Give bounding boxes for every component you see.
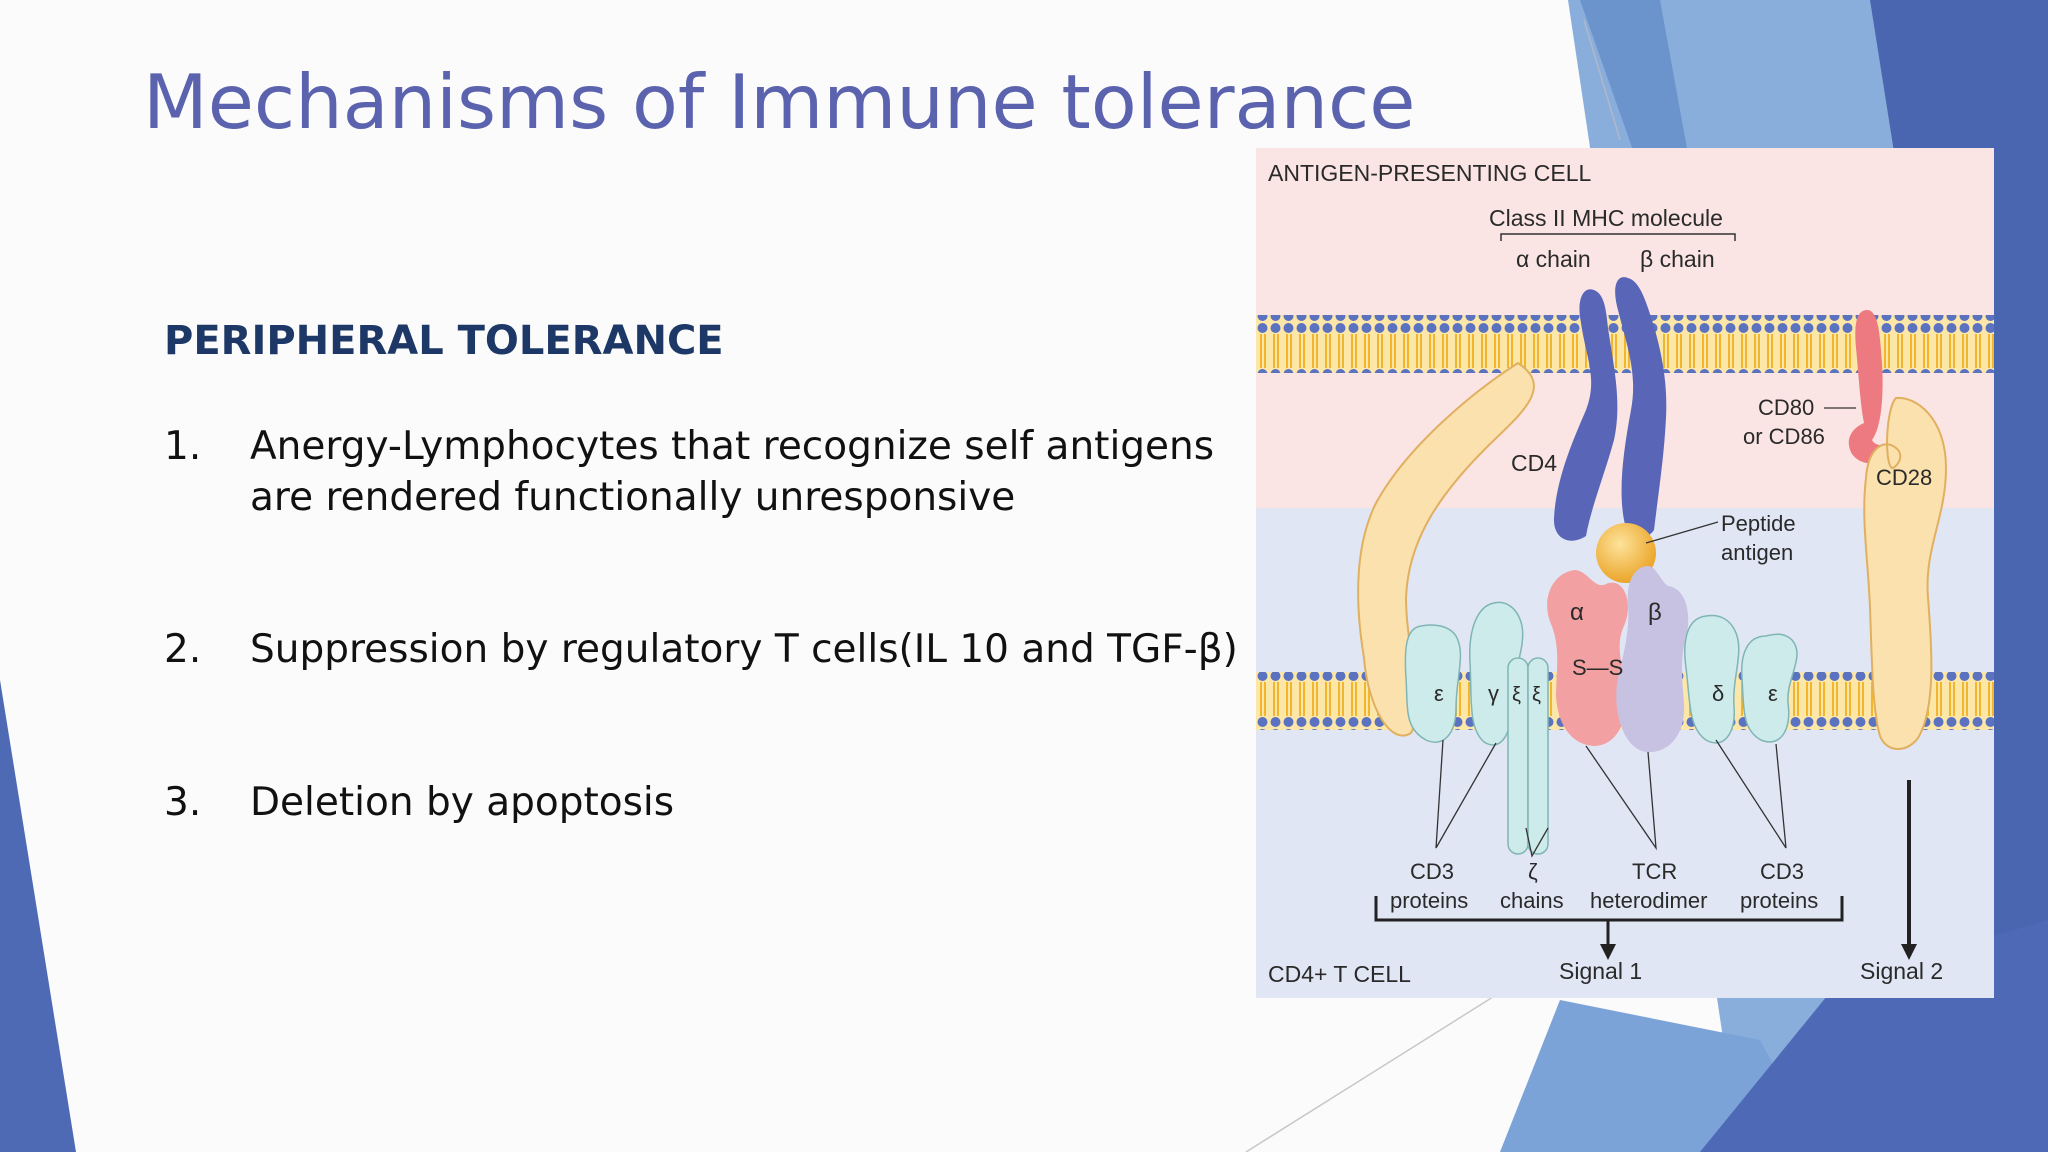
tcr-alpha-label: α: [1570, 599, 1584, 626]
bg-shape-right-dark: [1870, 0, 2048, 1152]
list-item: 2. Suppression by regulatory T cells(IL …: [164, 624, 1238, 679]
peptide-label-line2: antigen: [1721, 540, 1793, 565]
disulfide-bond-label: S—S: [1572, 655, 1623, 680]
mhc-alpha-chain: [1553, 289, 1618, 541]
cd4-label: CD4: [1511, 450, 1557, 476]
signal2-label: Signal 2: [1860, 958, 1943, 984]
epsilon-left-label: ε: [1434, 681, 1444, 706]
slide-title: Mechanisms of Immune tolerance: [143, 58, 1416, 146]
list-number: 3.: [164, 780, 202, 825]
list-text-line: are rendered functionally unresponsive: [250, 475, 1016, 520]
list-text-line: Anergy-Lymphocytes that recognize self a…: [250, 424, 1215, 469]
peptide-label-line1: Peptide: [1721, 511, 1796, 536]
cd3-epsilon-right: [1740, 633, 1798, 743]
cd3-right-label-1: CD3: [1760, 859, 1804, 884]
cd28-molecule: [1863, 396, 1948, 750]
cd3-delta: [1684, 614, 1740, 744]
epsilon-right-label: ε: [1768, 681, 1778, 706]
xi-label: ξ: [1532, 684, 1541, 706]
tcr-label-2: heterodimer: [1590, 888, 1707, 913]
bg-line: [1245, 979, 1521, 1152]
apc-label: ANTIGEN-PRESENTING CELL: [1268, 160, 1592, 186]
list-item: 1. Anergy-Lymphocytes that recognize sel…: [164, 421, 1224, 531]
cd3-right-label-2: proteins: [1740, 888, 1818, 913]
zeta-label-1: ζ: [1528, 859, 1538, 884]
section-heading: PERIPHERAL TOLERANCE: [164, 318, 724, 364]
list-number: 2.: [164, 627, 202, 672]
mhc-beta-chain: [1615, 277, 1667, 538]
cd4-molecule: [1357, 361, 1535, 737]
peptide-pointer: [1645, 521, 1719, 544]
pointer-lines: [1435, 739, 1787, 858]
zeta-label-2: chains: [1500, 888, 1564, 913]
tcr-alpha-chain: [1547, 570, 1628, 746]
cd3-left-label-2: proteins: [1390, 888, 1468, 913]
cd80-label-line2: or CD86: [1743, 424, 1825, 449]
tcr-label-1: TCR: [1632, 859, 1677, 884]
mhc-label: Class II MHC molecule: [1489, 205, 1723, 231]
tcell-activation-diagram: ANTIGEN-PRESENTING CELL Class II MHC mol…: [1256, 148, 1994, 998]
gamma-label: γ: [1488, 681, 1499, 706]
tcell-label: CD4+ T CELL: [1268, 961, 1411, 987]
cd3-left-label-1: CD3: [1410, 859, 1454, 884]
alpha-chain-label: α chain: [1516, 246, 1591, 272]
delta-label: δ: [1712, 681, 1724, 706]
cd3-epsilon-left: [1404, 624, 1462, 743]
tcr-beta-label: β: [1648, 599, 1662, 626]
tcr-beta-chain: [1616, 566, 1689, 753]
cd28-label: CD28: [1876, 465, 1932, 490]
signal1-label: Signal 1: [1559, 958, 1642, 984]
bg-shape-left: [0, 680, 76, 1152]
mhc-bracket: [1500, 233, 1736, 241]
cd80-label-line1: CD80: [1758, 395, 1814, 420]
signal1-arrowhead: [1600, 944, 1616, 960]
signal2-arrowhead: [1901, 944, 1917, 960]
bg-line: [1583, 19, 1621, 141]
list-text-line: Deletion by apoptosis: [250, 780, 675, 825]
list-text-line: Suppression by regulatory T cells(IL 10 …: [250, 627, 1238, 672]
zeta-chain: [1527, 657, 1549, 855]
cd80-molecule: [1848, 310, 1896, 464]
list-item: 3. Deletion by apoptosis: [164, 777, 1224, 832]
xi-label: ξ: [1512, 684, 1521, 706]
list-number: 1.: [164, 424, 202, 469]
beta-chain-label: β chain: [1640, 246, 1715, 272]
